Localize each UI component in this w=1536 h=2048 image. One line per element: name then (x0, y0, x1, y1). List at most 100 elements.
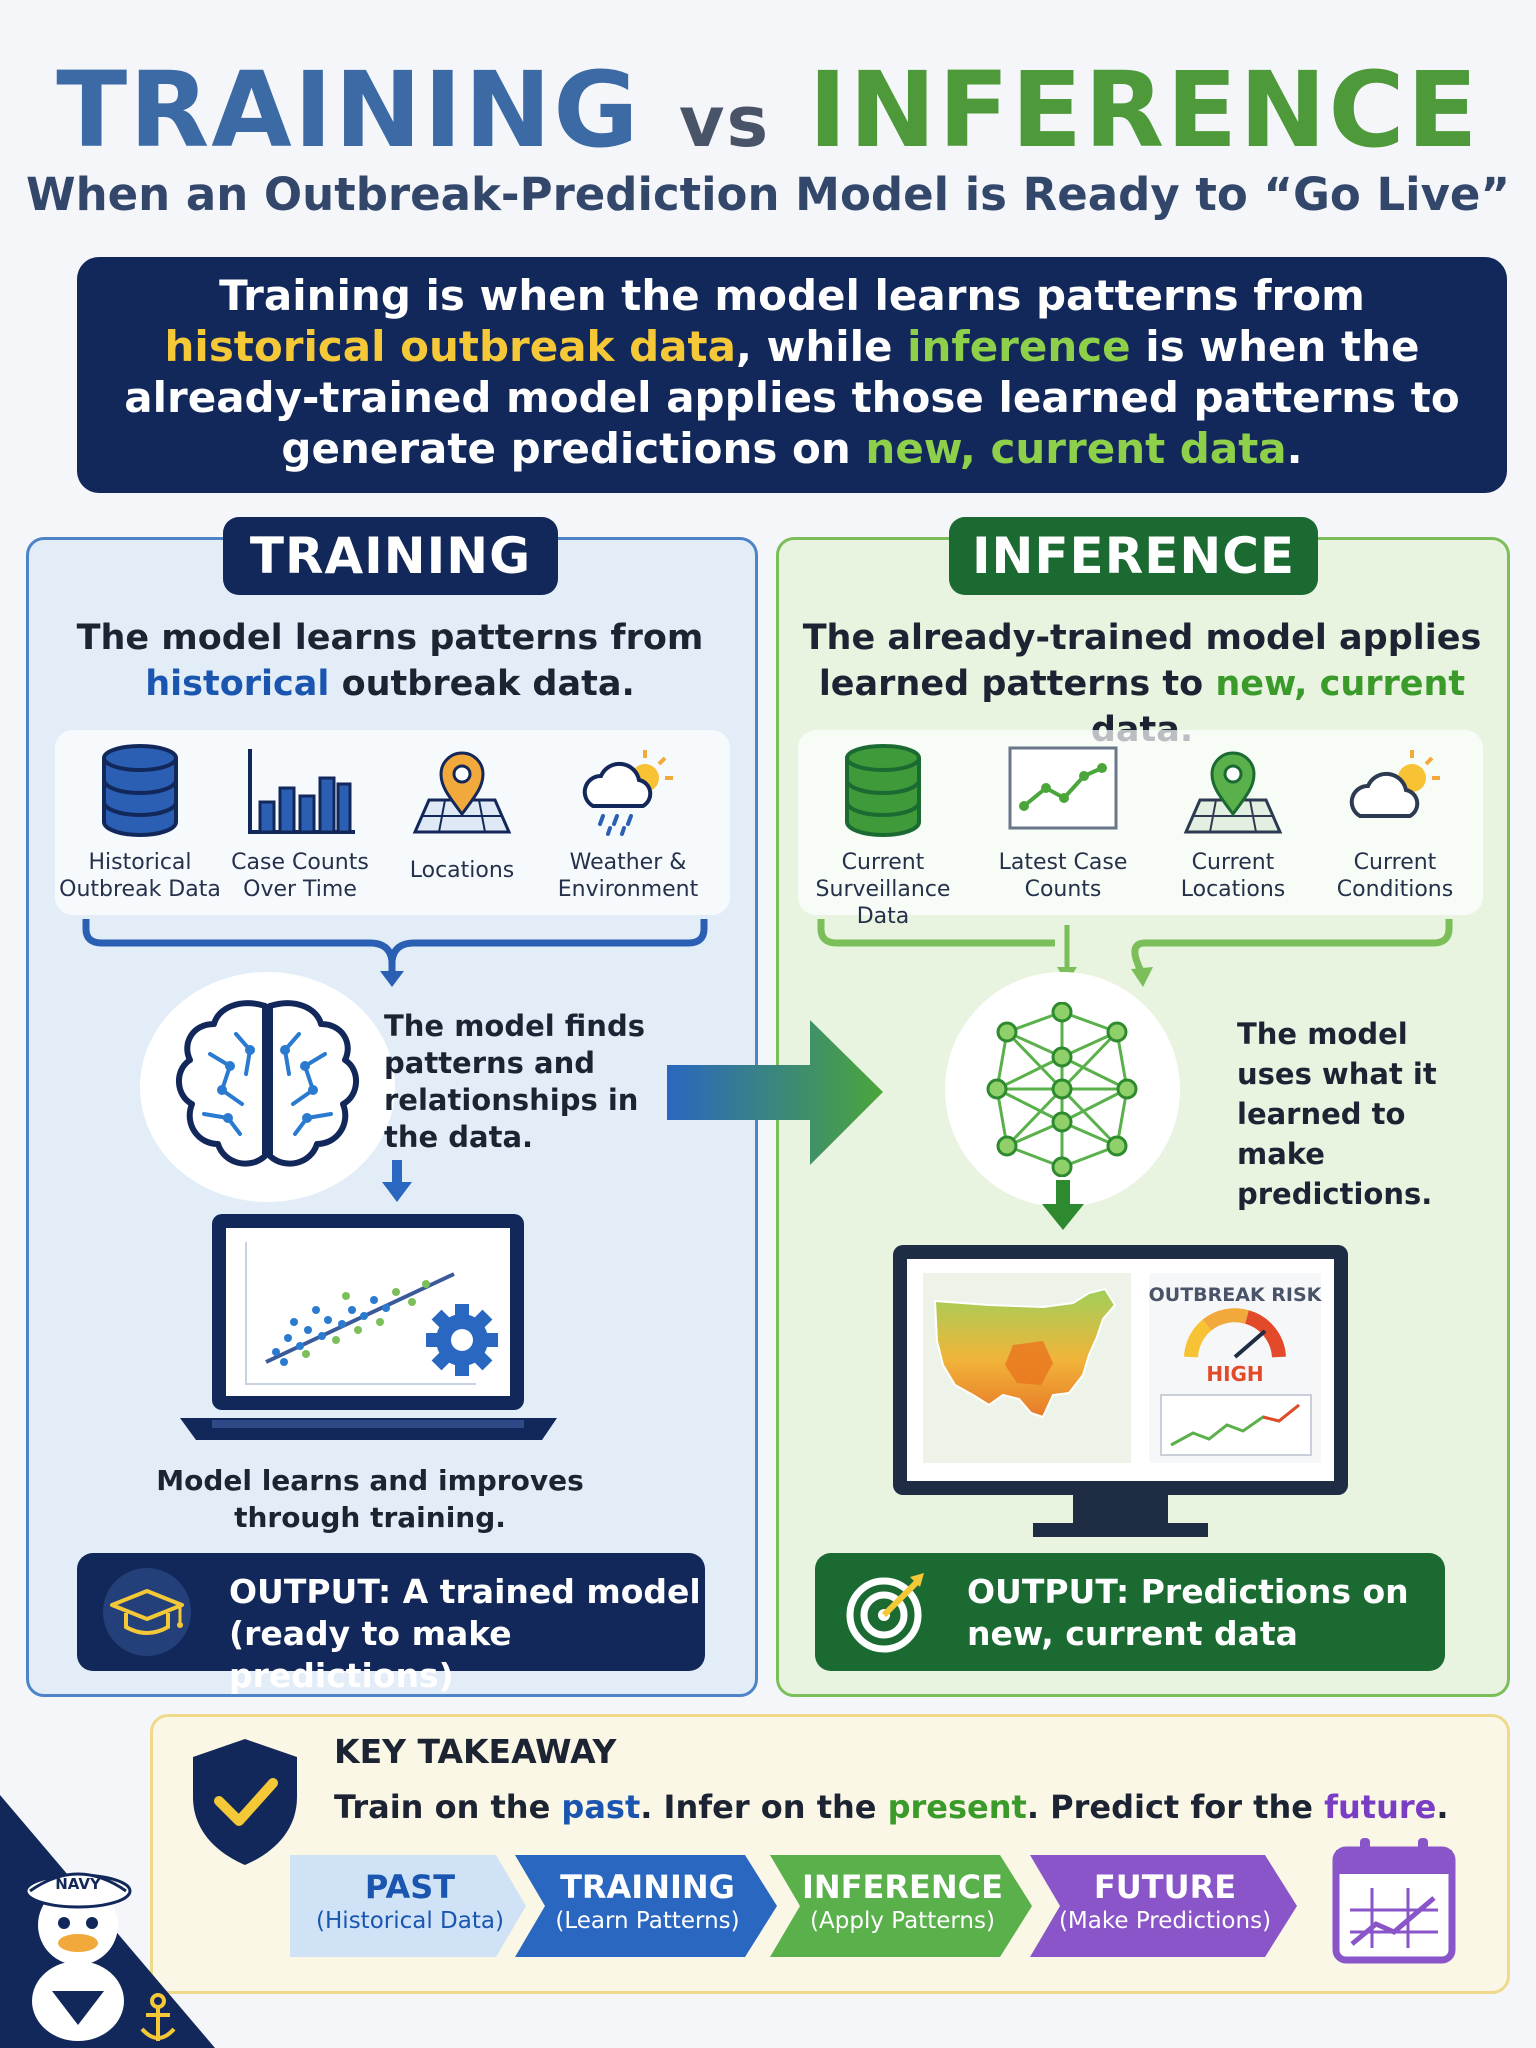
takeaway-text: . Predict for the (1026, 1788, 1325, 1826)
mascot-hat-text: NAVY (55, 1875, 102, 1893)
gear-icon (426, 1304, 498, 1376)
training-tab-label: TRAINING (223, 517, 558, 595)
definition-highlight-current: new, current data (865, 424, 1287, 473)
takeaway-text: Train on the (334, 1788, 562, 1826)
monitor-dashboard-icon: OUTBREAK RISK HIGH (893, 1245, 1348, 1537)
training-output-text: (ready to make predictions) (229, 1614, 512, 1695)
icon-caption: Current (1353, 850, 1437, 875)
risk-gauge-icon (1184, 1308, 1286, 1359)
down-arrow-icon (1042, 1180, 1084, 1230)
brain-icon (176, 1000, 359, 1167)
training-output-text: OUTPUT: A trained model (229, 1572, 701, 1611)
inference-description: The already-trained model applies learne… (792, 615, 1492, 753)
training-side-text: The model finds patterns and relationshi… (384, 1009, 645, 1154)
target-icon (846, 1573, 924, 1653)
takeaway-past: past (561, 1788, 641, 1826)
database-icon (845, 744, 921, 837)
step-future: FUTURE (Make Predictions) (1030, 1855, 1300, 1957)
key-takeaway-text: Train on the past. Infer on the present.… (334, 1788, 1449, 1826)
step-subtitle: (Learn Patterns) (555, 1908, 740, 1934)
weather-icon (1349, 750, 1440, 818)
bar-chart-icon (248, 749, 355, 834)
icon-caption: Current (841, 850, 925, 875)
definition-highlight-inference: inference (907, 322, 1131, 371)
training-input-locations: Locations (377, 744, 547, 884)
big-right-arrow-icon (667, 1020, 883, 1165)
icon-caption: Over Time (243, 877, 357, 902)
icon-caption: Environment (557, 877, 699, 902)
step-title: INFERENCE (801, 1868, 1004, 1906)
definition-highlight-historical: historical outbreak data (164, 322, 736, 371)
icon-caption: Locations (1180, 877, 1286, 902)
brain-circle (140, 972, 395, 1202)
key-takeaway-title: KEY TAKEAWAY (334, 1732, 617, 1771)
definition-box: Training is when the model learns patter… (77, 257, 1507, 493)
inference-merge-bracket (817, 919, 1453, 987)
icon-caption: Surveillance Data (815, 877, 951, 929)
risk-value: HIGH (1206, 1362, 1263, 1386)
step-subtitle: (Apply Patterns) (810, 1908, 995, 1934)
definition-text: . (1286, 424, 1303, 473)
icon-caption: Weather & (569, 850, 687, 875)
icon-caption: Case Counts (231, 850, 369, 875)
laptop-icon (180, 1214, 557, 1440)
step-past: PAST (Historical Data) (290, 1855, 530, 1957)
icon-caption: Conditions (1336, 877, 1454, 902)
title-inference: INFERENCE (808, 49, 1480, 171)
definition-text: is when the already-trained model applie… (124, 322, 1460, 473)
takeaway-future: future (1324, 1788, 1437, 1826)
training-output-box: OUTPUT: A trained model(ready to make pr… (77, 1553, 705, 1695)
anchor-icon (140, 1993, 176, 2041)
definition-text: Training is when the model learns patter… (219, 271, 1365, 320)
step-subtitle: (Historical Data) (316, 1908, 504, 1934)
calendar-chart-icon (1332, 1838, 1456, 1964)
risk-label: OUTBREAK RISK (1149, 1284, 1323, 1306)
takeaway-present: present (887, 1788, 1027, 1826)
navy-mascot-corner: NAVY (0, 1795, 215, 2048)
network-circle (945, 972, 1180, 1207)
training-caption: Model learns and improves through traini… (156, 1464, 584, 1534)
usa-map-icon (933, 1287, 1117, 1419)
step-subtitle: (Make Predictions) (1058, 1908, 1272, 1934)
weather-icon (582, 750, 673, 836)
inference-output-text: OUTPUT: Predictions on (967, 1572, 1409, 1611)
training-merge-bracket (82, 919, 708, 987)
risk-trend-icon (1170, 1403, 1300, 1447)
inference-side-text: The model uses what it learned to make p… (1237, 1017, 1437, 1211)
training-input-weather: Weather &Environment (543, 744, 713, 903)
training-desc-text: outbreak data. (329, 664, 635, 704)
icon-caption: Historical (88, 850, 192, 875)
database-icon (102, 744, 178, 837)
map-pin-icon (1183, 751, 1283, 834)
neural-network-icon (986, 1002, 1138, 1177)
icon-caption: Outbreak Data (59, 877, 221, 902)
duck-mascot-icon: NAVY (24, 1872, 132, 2041)
takeaway-text: . Infer on the (640, 1788, 888, 1826)
page-subtitle: When an Outbreak-Prediction Model is Rea… (25, 168, 1511, 221)
map-pin-icon (412, 751, 512, 834)
step-inference: INFERENCE (Apply Patterns) (770, 1855, 1035, 1957)
down-arrow-icon (382, 1160, 412, 1202)
step-title: FUTURE (1093, 1868, 1237, 1906)
icon-caption: Locations (409, 858, 515, 883)
inference-desc-text: The already-trained model applies (802, 618, 1482, 658)
icon-caption: Latest Case (998, 850, 1128, 875)
takeaway-text: . (1436, 1788, 1449, 1826)
icon-caption: Current (1191, 850, 1275, 875)
page-title: TRAINING vs INFERENCE (0, 40, 1536, 192)
definition-text: , while (735, 322, 908, 371)
step-title: PAST (364, 1868, 456, 1906)
shield-check-icon (193, 1739, 297, 1865)
title-vs: vs (678, 81, 771, 163)
inference-output-text: new, current data (967, 1614, 1298, 1653)
title-training: TRAINING (56, 49, 641, 171)
